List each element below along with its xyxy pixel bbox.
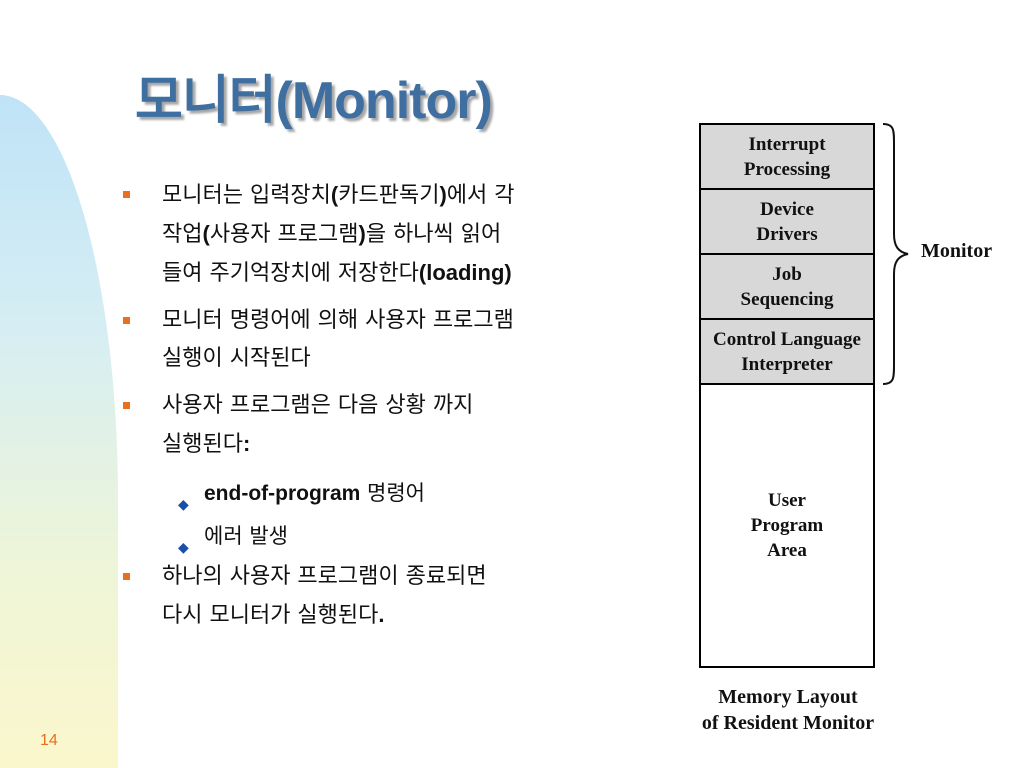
bullet-line: 하나의 사용자 프로그램이 종료되면 [162,558,658,596]
bullet-text: 실행이 시작된다 [162,346,311,371]
sub-bullet-item: ◆ end-of-program 명령어 [118,473,658,514]
sub-bullet-text: 명령어 [360,481,425,505]
background-gradient-shape [0,95,118,768]
bullet-line: 실행이 시작된다 [162,340,658,378]
bullet-text: 을 하나씩 읽어 [365,222,502,247]
block-label: Device [760,198,814,220]
bullet-text: (loading) [418,260,512,285]
diamond-bullet-icon: ◆ [178,497,189,513]
title-korean: 모니터 [135,71,277,131]
bullet-line: 들여 주기억장치에 저장한다(loading) [162,254,658,293]
block-label: Program [750,515,824,536]
square-bullet-icon [123,573,130,580]
bullet-text: 들여 주기억장치에 저장한다 [162,261,419,286]
block-label: User [768,490,806,511]
block-label: Interpreter [741,353,833,375]
bullet-text: ( [202,221,210,246]
bullet-text: 카드판독기 [338,183,440,208]
block-label: Control Language [713,328,861,350]
square-bullet-icon [123,191,130,198]
diagram-caption: Memory Layout of Resident Monitor [690,684,886,736]
square-bullet-icon [123,402,130,409]
bullet-line: 모니터 명령어에 의해 사용자 프로그램 [162,302,658,340]
bullet-line: 다시 모니터가 실행된다. [162,596,658,635]
block-label: Area [767,540,807,561]
monitor-label: Monitor [921,240,993,262]
monitor-brace [882,123,909,385]
bullet-text: 작업 [162,222,203,247]
diamond-bullet-icon: ◆ [178,540,189,556]
bullet-text: 하나의 사용자 프로그램이 종료되면 [162,564,487,589]
bullet-line: 실행된다: [162,425,658,464]
title-latin: (Monitor) [275,72,493,130]
bullet-text: . [378,602,385,627]
bullet-line: 모니터는 입력장치(카드판독기)에서 각 [162,176,658,215]
bullet-text: 사용자 프로그램은 다음 상황 까지 [162,393,474,418]
bullet-line: 사용자 프로그램은 다음 상황 까지 [162,387,658,425]
bullet-text: : [242,431,251,456]
bullet-text: 모니터 명령어에 의해 사용자 프로그램 [162,308,514,333]
page-number: 14 [40,732,58,749]
caption-line: Memory Layout [718,686,858,708]
sub-bullet-text: 에러 발생 [204,524,288,548]
bullet-text: 모니터는 입력장치 [162,183,331,208]
bullet-line: 작업(사용자 프로그램)을 하나씩 읽어 [162,215,658,254]
square-bullet-icon [123,317,130,324]
bullet-text: ( [330,182,339,207]
bullet-text: 실행된다 [162,432,243,457]
bullet-text: 다시 모니터가 실행된다 [162,603,379,628]
bullet-text: 사용자 프로그램 [209,222,359,247]
sub-bullet-item: ◆ 에러 발생 [118,516,658,556]
block-label: Drivers [756,223,818,245]
block-label: Sequencing [740,288,834,310]
bullet-text: ) [358,221,366,246]
slide-title: 모니터(Monitor) [135,58,493,133]
block-label: Job [772,263,802,285]
block-label: Interrupt [748,133,826,155]
bullet-text: ) [439,182,447,207]
caption-line: of Resident Monitor [701,712,875,734]
bullet-text: 에서 각 [446,183,515,208]
sub-bullet-text: end-of-program [204,482,361,505]
block-label: Processing [743,158,831,180]
